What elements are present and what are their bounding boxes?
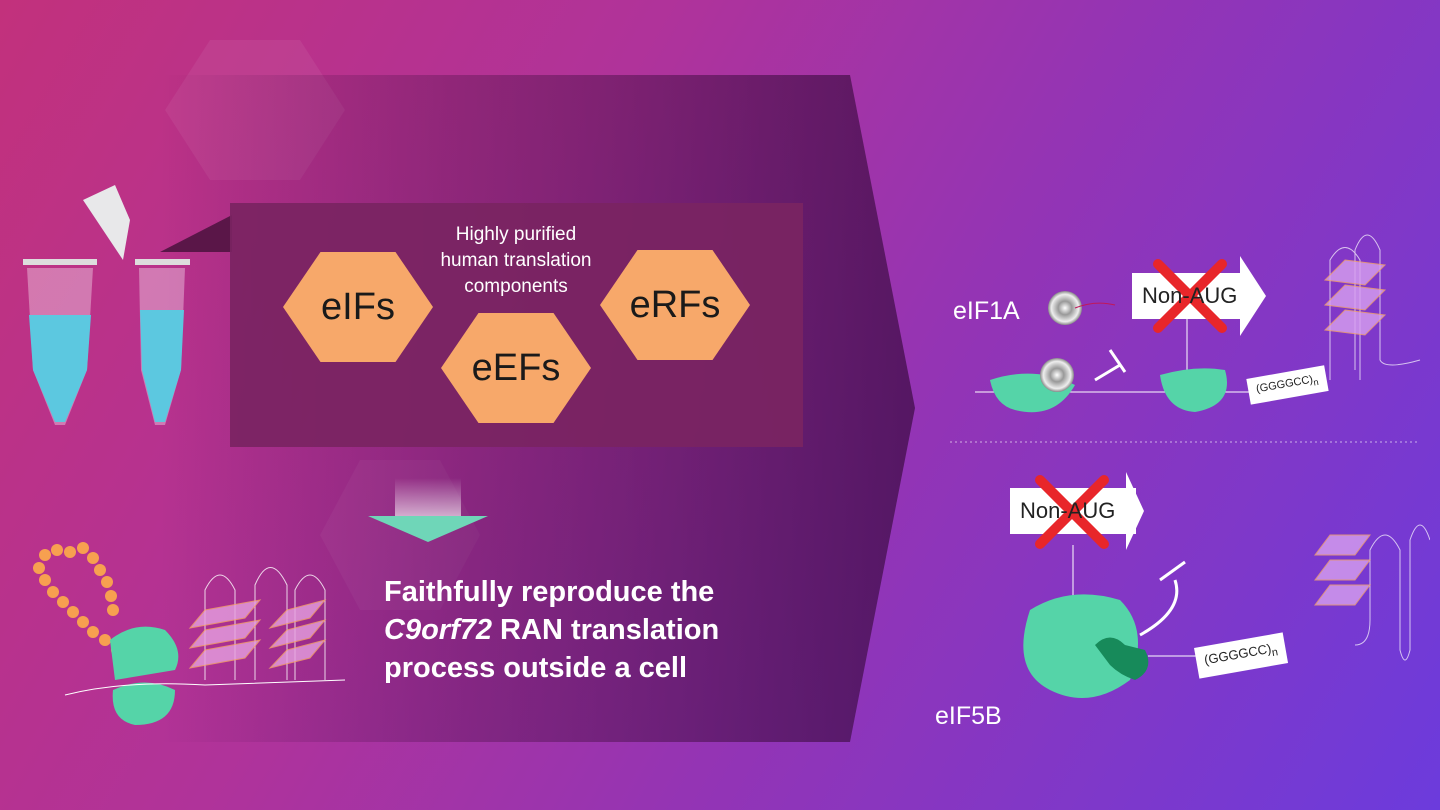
- factor-label-eif1a: eIF1A: [953, 297, 1020, 325]
- factor-label-eif5b: eIF5B: [935, 702, 1002, 730]
- result-text: Faithfully reproduce the C9orf72 RAN tra…: [384, 576, 720, 684]
- down-arrow-icon: [368, 478, 488, 542]
- hex-eefs: eEFs: [441, 313, 591, 423]
- panel-caption: Highly purified human translation compon…: [440, 224, 592, 297]
- start-codon-arrow-bottom: Non-AUG: [1010, 488, 1136, 534]
- start-codon-arrow-top: Non-AUG: [1132, 273, 1242, 319]
- eif1a-scheme: [975, 234, 1421, 413]
- ran-translation-illustration: [33, 542, 346, 725]
- cross-icon: [1035, 475, 1109, 549]
- hex-eifs: eIFs: [283, 252, 433, 362]
- arrowhead-icon: [1240, 256, 1266, 336]
- eif5b-scheme: [1023, 524, 1430, 698]
- cross-icon: [1153, 259, 1227, 333]
- test-tubes-icon: [23, 185, 190, 425]
- arrowhead-icon: [1126, 472, 1144, 550]
- hex-erfs: eRFs: [600, 250, 750, 360]
